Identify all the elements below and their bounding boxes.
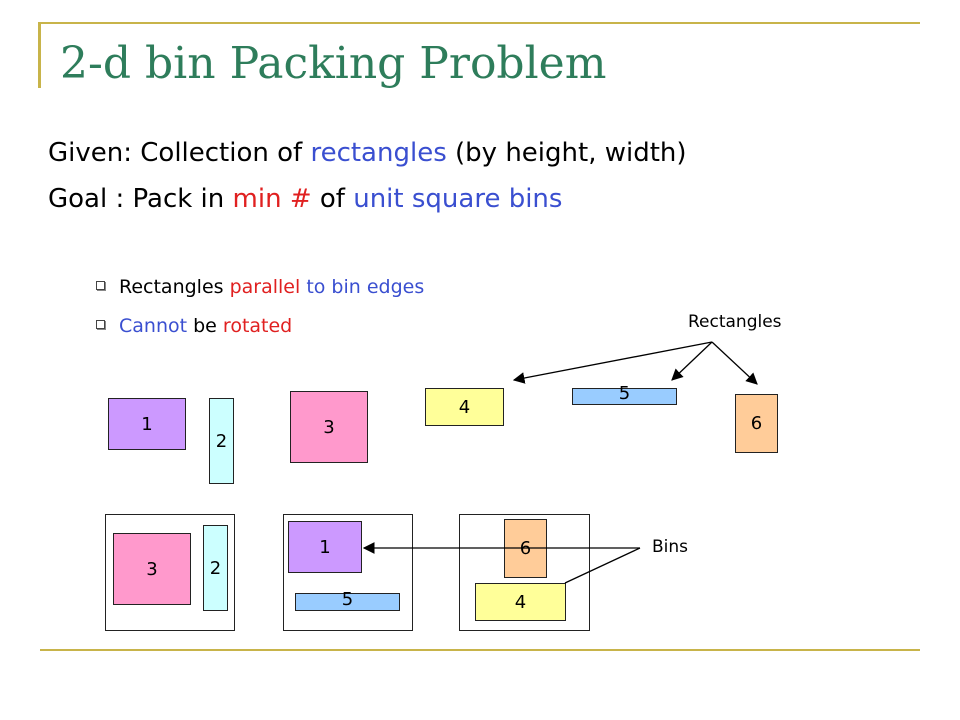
slide-title: 2-d bin Packing Problem — [60, 38, 607, 89]
bullet1-w1: Rectangles — [119, 276, 230, 298]
rectangle-4: 4 — [425, 388, 504, 426]
bin3-rectangle-6: 6 — [504, 519, 547, 578]
bin1-rectangle-2: 2 — [203, 525, 228, 611]
bullet1-w3: to bin edges — [300, 276, 425, 298]
rectangle-1: 1 — [108, 398, 186, 450]
arrow-to-rectangle-5 — [671, 341, 713, 381]
rectangles-label: Rectangles — [688, 312, 782, 332]
top-divider — [40, 22, 920, 24]
goal-prefix: Goal : Pack in — [48, 184, 233, 214]
goal-bins: unit square bins — [353, 184, 563, 214]
bottom-divider — [40, 649, 920, 651]
rectangle-5: 5 — [572, 383, 677, 405]
given-prefix: Given: Collection of — [48, 138, 311, 168]
bin1-rectangle-3: 3 — [113, 533, 191, 605]
goal-middle: of — [311, 184, 354, 214]
goal-line: Goal : Pack in min # of unit square bins — [48, 184, 562, 214]
bin2-rectangle-5: 5 — [295, 589, 400, 611]
bin2-rectangle-1: 1 — [288, 521, 362, 573]
bullet2-w3: rotated — [222, 315, 293, 337]
rectangle-2: 2 — [209, 398, 234, 484]
given-suffix: (by height, width) — [446, 138, 687, 168]
bullet-square-icon — [96, 281, 105, 290]
bullet-parallel: Rectangles parallel to bin edges — [96, 276, 424, 298]
goal-min: min # — [232, 184, 312, 214]
arrow-to-rectangle-4 — [512, 341, 713, 384]
bullet1-w2: parallel — [229, 276, 301, 298]
rectangle-6: 6 — [735, 394, 778, 453]
left-accent-bar — [38, 22, 41, 88]
bullet-rotation: Cannot be rotated — [96, 315, 292, 337]
bullet-square-icon — [96, 320, 105, 329]
bullet2-w1: Cannot — [119, 315, 188, 337]
given-line: Given: Collection of rectangles (by heig… — [48, 138, 687, 168]
bins-label: Bins — [652, 537, 689, 557]
bin3-rectangle-4: 4 — [475, 583, 566, 621]
bullet2-w2: be — [187, 315, 223, 337]
arrow-to-rectangle-6 — [711, 341, 758, 385]
rectangle-3: 3 — [290, 391, 368, 463]
given-highlight: rectangles — [310, 138, 447, 168]
